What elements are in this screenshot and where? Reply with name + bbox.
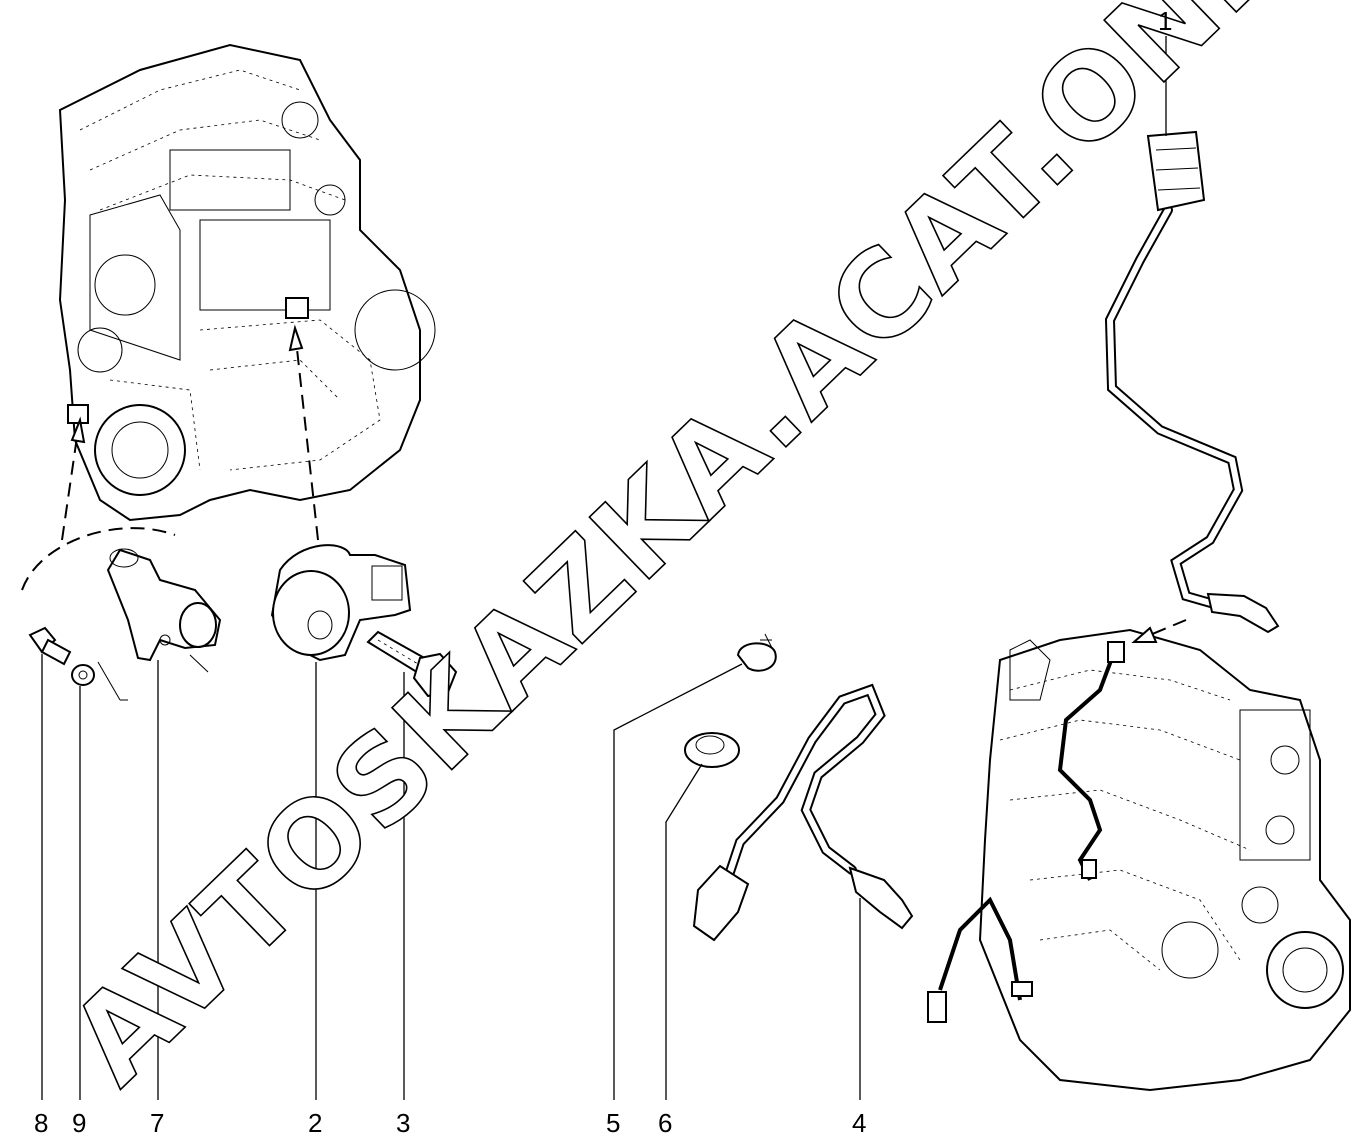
arc-group-8-9-7: [21, 527, 176, 591]
engine-illustration-left: [58, 43, 436, 522]
part-label-9: 9: [72, 1108, 86, 1138]
arrow-to-position-2: [295, 339, 319, 541]
part-1-oxygen-sensor: [1104, 130, 1280, 634]
part-label-3: 3: [396, 1108, 410, 1138]
part-label-7: 7: [150, 1108, 164, 1138]
part-5-clip: [736, 633, 777, 672]
part-8-bolt: [28, 626, 128, 701]
engine-illustration-right: [927, 628, 1351, 1092]
part-label-8: 8: [34, 1108, 48, 1138]
part-7-sensor: [106, 548, 222, 673]
part-3-bolt: [366, 630, 458, 698]
part-label-1: 1: [1158, 6, 1172, 36]
arrow-head-7: [70, 416, 86, 444]
part-label-4: 4: [852, 1108, 866, 1138]
arrow-to-position-7: [61, 429, 79, 541]
arrow-head-2: [288, 324, 304, 352]
part-2-knock-sensor: [270, 544, 412, 662]
part-9-washer: [71, 664, 95, 686]
arrow-head-1: [1131, 626, 1158, 643]
part-label-6: 6: [658, 1108, 672, 1138]
part-6-grommet: [684, 732, 740, 768]
part-4-oxygen-sensor: [692, 683, 914, 942]
part-label-2: 2: [308, 1108, 322, 1138]
leader-lines: [41, 36, 1167, 1100]
part-label-5: 5: [606, 1108, 620, 1138]
arrow-to-position-1: [1149, 619, 1187, 636]
